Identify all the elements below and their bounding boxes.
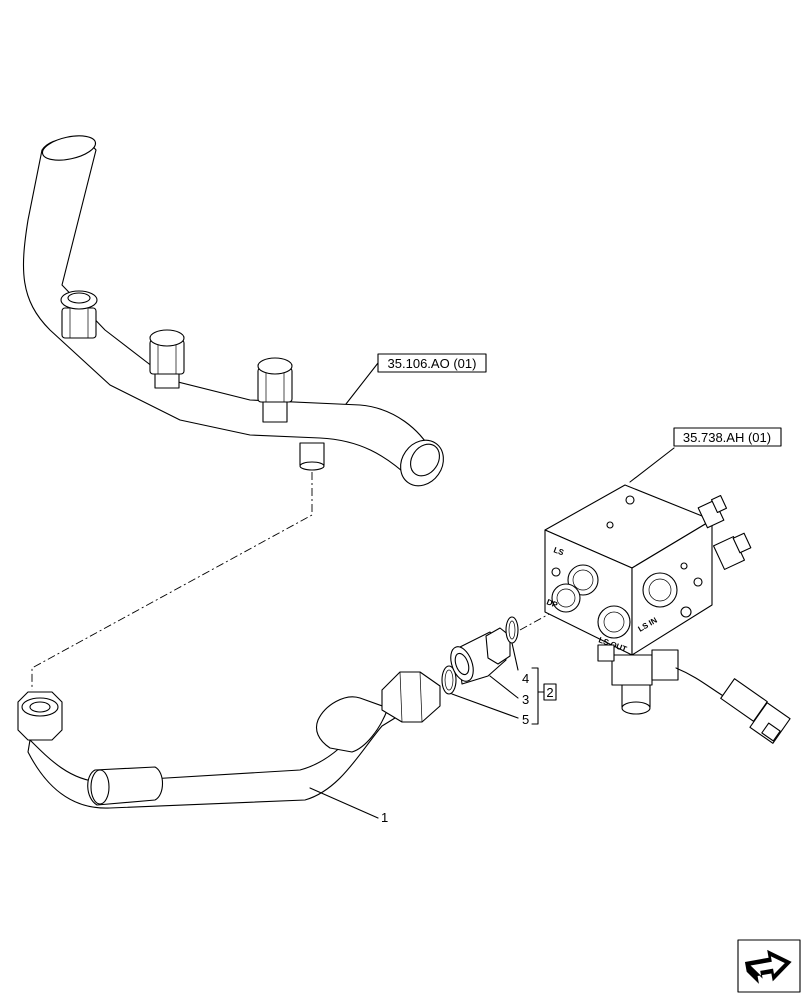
o-ring-item-5 xyxy=(441,665,457,695)
callout-item-1: 1 xyxy=(381,810,388,825)
callout-item-2: 2 xyxy=(546,685,553,700)
pipe-reference-text: 35.106.AO (01) xyxy=(388,356,477,371)
valve-reference-label[interactable]: 35.738.AH (01) xyxy=(673,427,782,447)
callout-item-4: 4 xyxy=(522,671,529,686)
callout-item-3: 3 xyxy=(522,692,529,707)
callout-item-2-box: 2 xyxy=(543,683,557,701)
pipe-reference-label[interactable]: 35.106.AO (01) xyxy=(377,353,487,373)
next-page-arrow-icon[interactable] xyxy=(737,939,801,993)
valve-block: LS LS IN LS OUT DP xyxy=(544,447,791,744)
manifold-pipe xyxy=(22,135,444,487)
hose-assembly xyxy=(17,671,441,809)
callout-item-5: 5 xyxy=(522,712,529,727)
assembly-path-line xyxy=(31,472,313,690)
valve-reference-text: 35.738.AH (01) xyxy=(683,430,771,445)
callout-leaders xyxy=(309,642,545,819)
port-label-ls: LS xyxy=(552,545,565,557)
adapter-fitting xyxy=(441,616,519,695)
port-label-dp: DP xyxy=(545,597,559,609)
